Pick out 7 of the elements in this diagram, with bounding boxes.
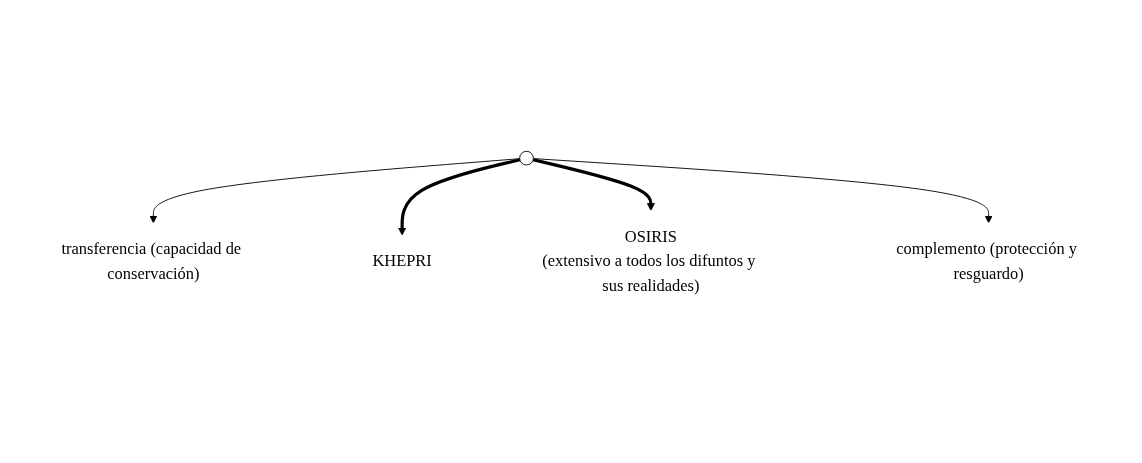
- arrow: [532, 158, 655, 211]
- node-text: transferencia (capacidad de conservación): [61, 239, 242, 283]
- node-ellipse: [519, 150, 534, 166]
- arrow: [398, 158, 521, 236]
- node-text: OSIRIS (extensivo a todos los difuntos y sus realidades): [542, 226, 756, 295]
- node-text: complemento (protección y resguardo): [896, 239, 1077, 283]
- node-text: KHEPRI: [372, 251, 432, 270]
